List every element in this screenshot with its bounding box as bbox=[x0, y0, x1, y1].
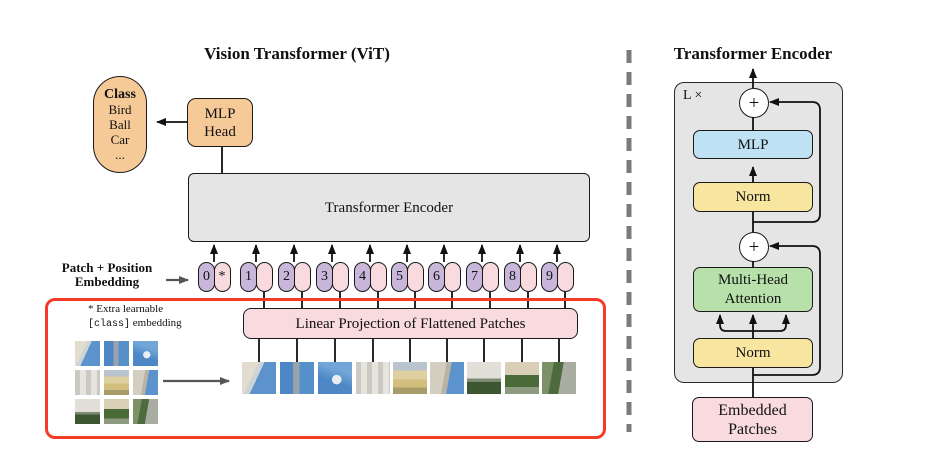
flattened-patch-9 bbox=[542, 362, 576, 394]
token-2: 2 bbox=[278, 262, 311, 292]
position-pill: 9 bbox=[541, 262, 558, 292]
position-pill: 7 bbox=[466, 262, 483, 292]
flattened-patch-7 bbox=[467, 362, 501, 394]
norm-block-bottom: Norm bbox=[693, 338, 813, 368]
flattened-patch-8 bbox=[505, 362, 539, 394]
class-embedding-note: * Extra learnable [class] embedding bbox=[88, 303, 182, 330]
token-3: 3 bbox=[316, 262, 349, 292]
class-title: Class bbox=[104, 87, 136, 102]
image-patch bbox=[133, 399, 158, 424]
class-token-code: [class] bbox=[88, 319, 131, 330]
right-panel-title: Transformer Encoder bbox=[673, 44, 833, 63]
residual-add-top: + bbox=[739, 88, 769, 118]
class-item: Car bbox=[110, 132, 130, 147]
mlp-block: MLP bbox=[693, 130, 813, 159]
token-8: 8 bbox=[504, 262, 537, 292]
norm-block-top: Norm bbox=[693, 182, 813, 212]
token-5: 5 bbox=[391, 262, 424, 292]
mlp-head-box: MLP Head bbox=[187, 98, 253, 147]
token-7: 7 bbox=[466, 262, 499, 292]
token-9: 9 bbox=[541, 262, 574, 292]
left-panel-title: Vision Transformer (ViT) bbox=[204, 44, 390, 63]
image-patch bbox=[133, 341, 158, 366]
patch-embedding-pill bbox=[556, 262, 574, 292]
image-patch bbox=[104, 341, 129, 366]
patch-embedding-pill bbox=[443, 262, 461, 292]
class-item: Bird bbox=[108, 102, 132, 117]
position-pill: 2 bbox=[278, 262, 295, 292]
image-patch bbox=[75, 399, 100, 424]
image-patch bbox=[75, 370, 100, 395]
class-output-pill: Class Bird Ball Car ... bbox=[93, 76, 147, 173]
position-pill: 8 bbox=[504, 262, 521, 292]
patch-embedding-highlight-frame bbox=[45, 298, 606, 439]
residual-add-bottom: + bbox=[739, 232, 769, 262]
linear-projection-box: Linear Projection of Flattened Patches bbox=[243, 308, 578, 339]
position-pill: 5 bbox=[391, 262, 408, 292]
patch-embedding-pill bbox=[293, 262, 311, 292]
flattened-patch-3 bbox=[318, 362, 352, 394]
patch-embedding-pill bbox=[519, 262, 537, 292]
plus-icon: + bbox=[748, 236, 760, 258]
position-pill: 0 bbox=[198, 262, 215, 292]
layer-repeat-label: L × bbox=[683, 88, 703, 103]
patch-embedding-pill bbox=[369, 262, 387, 292]
image-patch bbox=[133, 370, 158, 395]
multi-head-attention-block: Multi-Head Attention bbox=[693, 267, 813, 312]
flattened-patch-1 bbox=[242, 362, 276, 394]
position-pill: 3 bbox=[316, 262, 333, 292]
transformer-encoder-box: Transformer Encoder bbox=[188, 173, 590, 242]
patch-embedding-pill bbox=[481, 262, 499, 292]
source-image-grid bbox=[75, 341, 158, 424]
token-6: 6 bbox=[428, 262, 461, 292]
flattened-patch-2 bbox=[280, 362, 314, 394]
class-item: Ball bbox=[109, 117, 131, 132]
flattened-patch-6 bbox=[430, 362, 464, 394]
plus-icon: + bbox=[748, 92, 760, 114]
token-0: 0 * bbox=[198, 262, 231, 292]
patch-position-embedding-label: Patch + Position Embedding bbox=[61, 260, 153, 289]
image-patch bbox=[75, 341, 100, 366]
embedded-patches-box: Embedded Patches bbox=[692, 397, 813, 442]
patch-embedding-pill bbox=[406, 262, 424, 292]
flattened-patch-4 bbox=[356, 362, 390, 394]
token-4: 4 bbox=[354, 262, 387, 292]
image-patch bbox=[104, 370, 129, 395]
position-pill: 4 bbox=[354, 262, 371, 292]
patch-embedding-pill bbox=[331, 262, 349, 292]
patch-embedding-pill bbox=[255, 262, 273, 292]
token-1: 1 bbox=[240, 262, 273, 292]
position-pill: 6 bbox=[428, 262, 445, 292]
flattened-patch-5 bbox=[393, 362, 427, 394]
class-embedding-pill: * bbox=[213, 262, 231, 292]
position-pill: 1 bbox=[240, 262, 257, 292]
image-patch bbox=[104, 399, 129, 424]
class-item: ... bbox=[115, 147, 125, 162]
